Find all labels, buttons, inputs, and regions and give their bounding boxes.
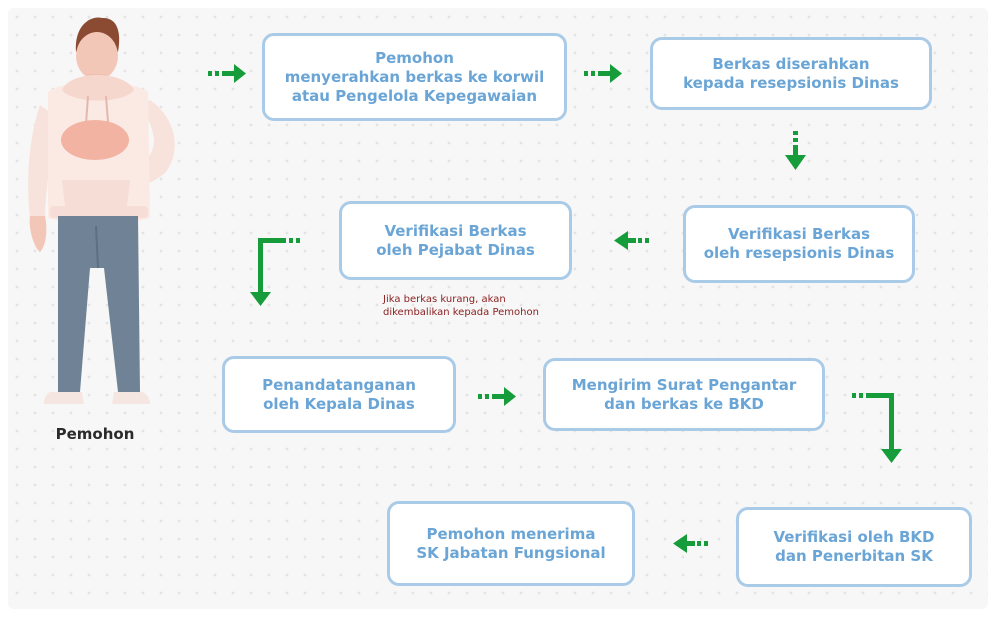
note-line-1: Jika berkas kurang, akan: [383, 294, 506, 305]
return-note: Jika berkas kurang, akan dikembalikan ke…: [383, 293, 539, 319]
step-1-line-2: menyerahkan berkas ke korwil: [284, 67, 545, 86]
step-bkd-verification: Verifikasi oleh BKD dan Penerbitan SK: [736, 507, 972, 587]
step-4-line-1: Verifikasi Berkas: [384, 221, 527, 240]
arrow-down-1: [785, 131, 806, 170]
step-1-line-1: Pemohon: [375, 48, 454, 67]
arrow-left-1: [614, 231, 649, 250]
person-label: Pemohon: [55, 425, 135, 443]
step-6-line-2: dan berkas ke BKD: [604, 394, 764, 413]
arrow-left-2: [673, 534, 708, 553]
step-send-cover-letter: Mengirim Surat Pengantar dan berkas ke B…: [543, 358, 825, 431]
step-7-line-1: Verifikasi oleh BKD: [773, 528, 935, 546]
step-4-line-2: oleh Pejabat Dinas: [376, 240, 535, 259]
step-1-line-3: atau Pengelola Kepegawaian: [291, 86, 538, 105]
step-7-line-2: dan Penerbitan SK: [775, 547, 933, 565]
arrow-right-2: [584, 64, 622, 83]
step-official-verification: Verifikasi Berkas oleh Pejabat Dinas: [339, 201, 572, 280]
step-head-signature: Penandatanganan oleh Kepala Dinas: [222, 356, 456, 433]
step-3-line-1: Verifikasi Berkas: [727, 225, 871, 243]
step-2-line-1: Berkas diserahkan: [712, 54, 870, 73]
step-receive-decree: Pemohon menerima SK Jabatan Fungsional: [387, 501, 635, 586]
arrow-elbow-1: [250, 238, 300, 306]
arrow-elbow-2: [852, 393, 902, 463]
step-receptionist-verification: Verifikasi Berkas oleh resepsionis Dinas: [683, 205, 915, 283]
step-8-line-2: SK Jabatan Fungsional: [416, 543, 606, 562]
step-5-line-1: Penandatanganan: [262, 375, 416, 394]
arrow-right-3: [478, 387, 516, 406]
arrow-right-1: [208, 64, 246, 83]
step-files-to-receptionist: Berkas diserahkan kepada resepsionis Din…: [650, 37, 932, 110]
step-6-line-1: Mengirim Surat Pengantar: [571, 375, 797, 394]
step-2-line-2: kepada resepsionis Dinas: [683, 73, 899, 92]
note-line-2: dikembalikan kepada Pemohon: [383, 307, 539, 318]
step-submit-files: Pemohon menyerahkan berkas ke korwil ata…: [262, 33, 567, 121]
step-3-line-2: oleh resepsionis Dinas: [703, 244, 895, 262]
step-8-line-1: Pemohon menerima: [426, 524, 596, 543]
step-5-line-2: oleh Kepala Dinas: [263, 394, 415, 413]
